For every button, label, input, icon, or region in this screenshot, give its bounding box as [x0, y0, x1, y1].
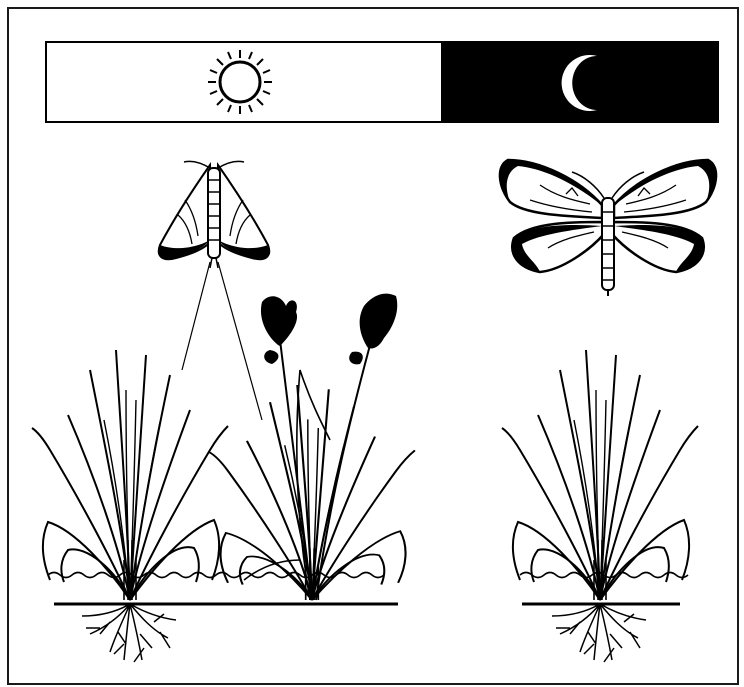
night-panel [442, 42, 718, 122]
